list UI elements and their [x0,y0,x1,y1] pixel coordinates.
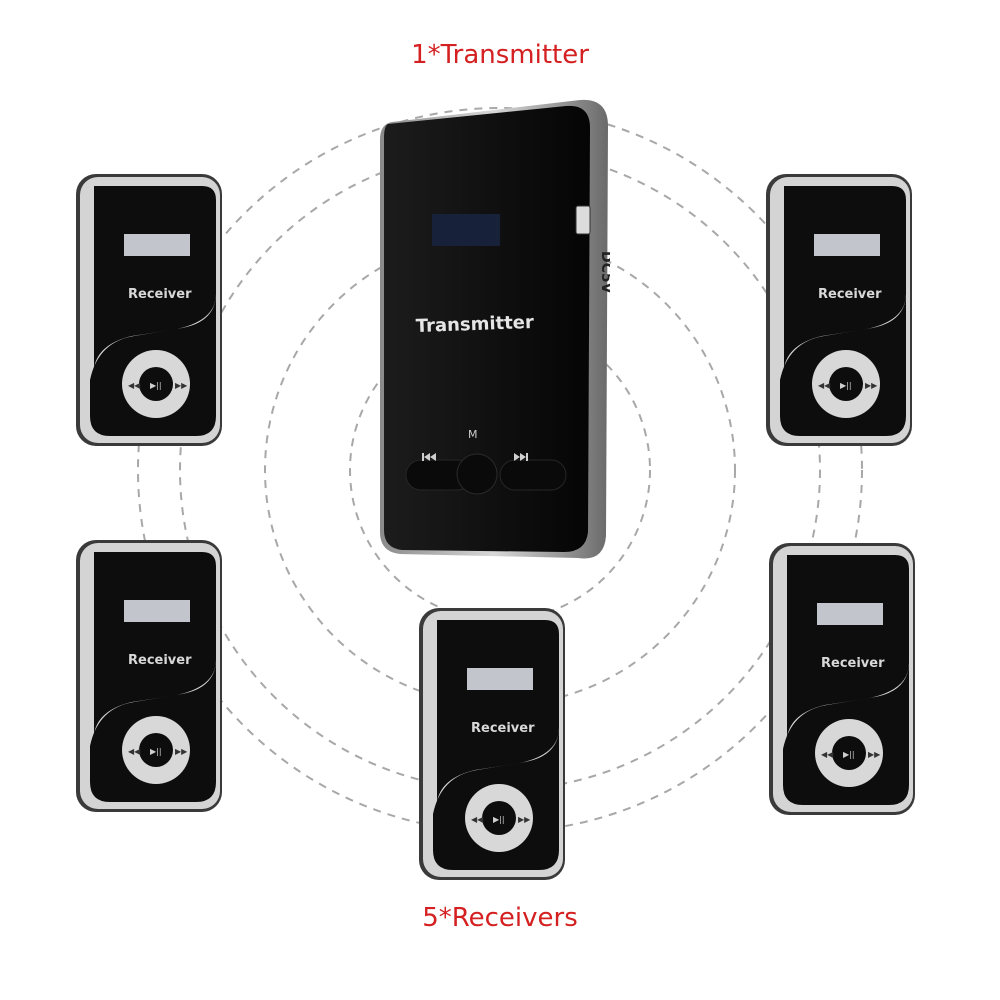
skip-back-icon: ◀◀ [128,381,141,390]
usb-port [575,205,591,235]
skip-forward-icon: ▶▶ [175,747,188,756]
play-pause-icon: ▶|| [150,381,162,390]
skip-back-icon: ◀◀ [821,750,834,759]
transmitter-device: Transmitter DC5V M [380,99,610,559]
play-pause-icon: ▶|| [493,815,505,824]
receiver-device-top-left: Receiver ▶|| ◀◀ ▶▶ [76,174,222,446]
receiver-display [817,603,883,625]
play-pause-button[interactable] [139,367,173,401]
transmitter-display [432,214,500,246]
play-pause-icon: ▶|| [840,381,852,390]
caption-transmitter-count: 1*Transmitter [411,40,589,70]
skip-back-icon: ◀◀ [818,381,831,390]
play-pause-button[interactable] [139,733,173,767]
play-pause-icon: ▶|| [843,750,855,759]
play-pause-button[interactable] [832,736,866,770]
skip-forward-icon: ▶▶ [175,381,188,390]
mode-label: M [468,428,478,441]
receiver-label: Receiver [128,653,192,668]
receiver-label: Receiver [818,287,882,302]
next-button[interactable] [499,459,567,491]
signal-ring [137,107,863,833]
receiver-display [124,600,190,622]
signal-ring [264,234,736,706]
transmitter-label: Transmitter [415,312,534,337]
port-label: DC5V [598,251,610,294]
play-pause-button[interactable] [482,801,516,835]
skip-back-icon: ◀◀ [471,815,484,824]
receiver-device-bottom-left: Receiver ▶|| ◀◀ ▶▶ [76,540,222,812]
receiver-display [814,234,880,256]
receiver-device-top-right: Receiver ▶|| ◀◀ ▶▶ [766,174,912,446]
receiver-label: Receiver [821,656,885,671]
mode-button[interactable] [456,453,498,495]
skip-forward-icon [514,453,528,461]
skip-forward-icon: ▶▶ [865,381,878,390]
skip-forward-icon: ▶▶ [518,815,531,824]
play-pause-icon: ▶|| [150,747,162,756]
skip-back-icon [422,453,436,461]
receiver-label: Receiver [128,287,192,302]
receiver-device-bottom-right: Receiver ▶|| ◀◀ ▶▶ [769,543,915,815]
receiver-device-bottom-center: Receiver ▶|| ◀◀ ▶▶ [419,608,565,880]
skip-forward-icon: ▶▶ [868,750,881,759]
receiver-label: Receiver [471,721,535,736]
receiver-display [467,668,533,690]
skip-back-icon: ◀◀ [128,747,141,756]
receiver-display [124,234,190,256]
caption-receiver-count: 5*Receivers [422,903,578,933]
play-pause-button[interactable] [829,367,863,401]
